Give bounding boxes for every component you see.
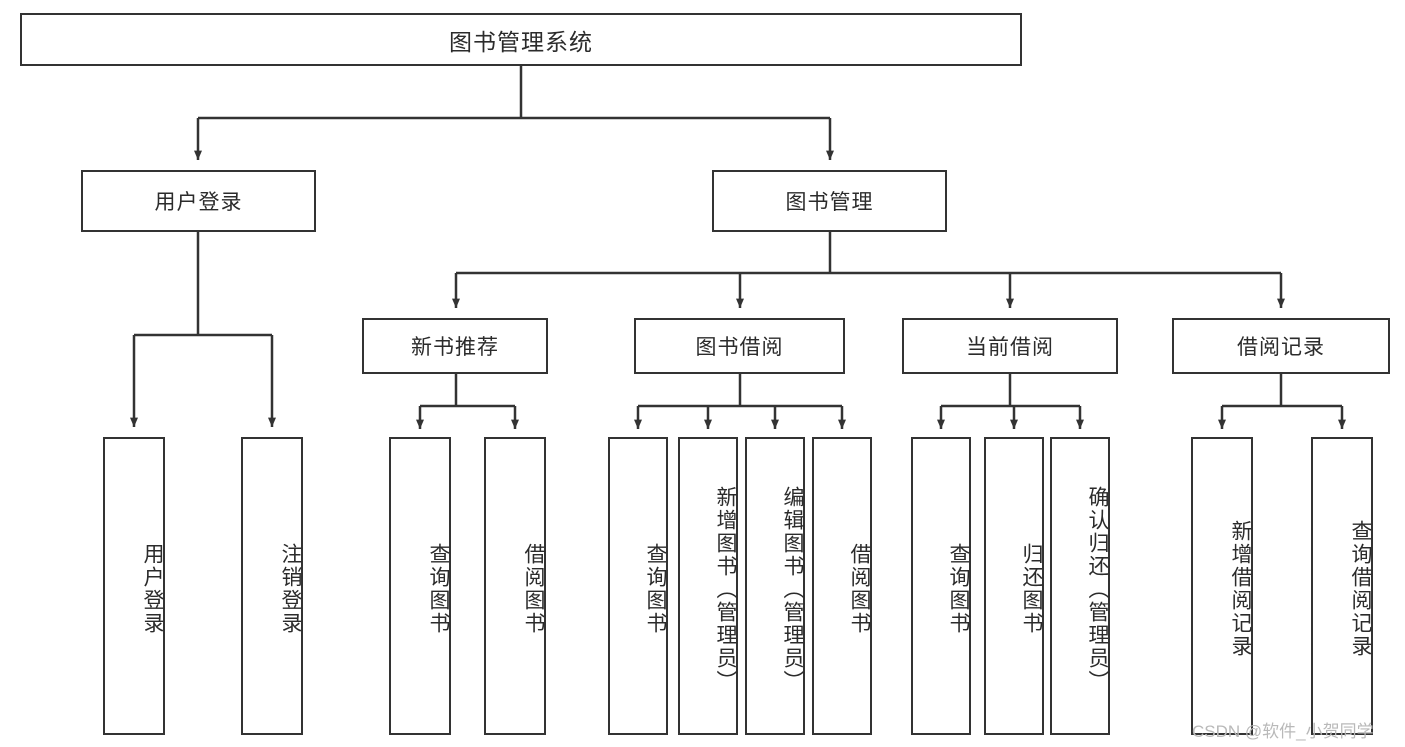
node-leaf-borrow-book-2[interactable]: 借阅图书 xyxy=(812,437,872,735)
node-label: 图书管理 xyxy=(785,191,874,214)
node-label: 用户登录 xyxy=(141,543,164,635)
node-leaf-confirm-return[interactable]: 确认归还（管理员） xyxy=(1050,437,1110,735)
node-book-manage[interactable]: 图书管理 xyxy=(712,170,947,232)
node-leaf-query-book-1[interactable]: 查询图书 xyxy=(389,437,451,735)
node-user-login[interactable]: 用户登录 xyxy=(81,170,316,232)
node-label: 编辑图书（管理员） xyxy=(781,485,804,693)
node-label: 新增借阅记录 xyxy=(1229,520,1252,658)
node-label: 查询图书 xyxy=(427,543,450,635)
node-leaf-user-login[interactable]: 用户登录 xyxy=(103,437,165,735)
node-label: 查询图书 xyxy=(644,543,667,635)
node-new-book-rec[interactable]: 新书推荐 xyxy=(362,318,548,374)
node-book-borrow[interactable]: 图书借阅 xyxy=(634,318,845,374)
node-system-title[interactable]: 图书管理系统 xyxy=(20,13,1022,66)
node-label: 用户登录 xyxy=(154,191,243,214)
node-leaf-query-book-3[interactable]: 查询图书 xyxy=(911,437,971,735)
node-leaf-user-logout[interactable]: 注销登录 xyxy=(241,437,303,735)
node-label: 新增图书（管理员） xyxy=(714,485,737,693)
node-label: 当前借阅 xyxy=(966,336,1054,359)
csdn-watermark: CSDN @软件_小贺同学 xyxy=(1192,722,1374,741)
node-label: 查询借阅记录 xyxy=(1349,520,1372,658)
node-leaf-return-book[interactable]: 归还图书 xyxy=(984,437,1044,735)
node-label: 图书管理系统 xyxy=(449,28,593,55)
node-label: 注销登录 xyxy=(279,543,302,635)
node-label: 借阅图书 xyxy=(848,543,871,635)
node-label: 图书借阅 xyxy=(695,336,784,359)
node-label: 新书推荐 xyxy=(411,336,499,359)
node-leaf-edit-book[interactable]: 编辑图书（管理员） xyxy=(745,437,805,735)
node-leaf-query-book-2[interactable]: 查询图书 xyxy=(608,437,668,735)
node-label: 查询图书 xyxy=(947,543,970,635)
node-current-borrow[interactable]: 当前借阅 xyxy=(902,318,1118,374)
node-label: 归还图书 xyxy=(1020,543,1043,635)
node-label: 确认归还（管理员） xyxy=(1086,485,1109,693)
node-leaf-query-record[interactable]: 查询借阅记录 xyxy=(1311,437,1373,735)
node-label: 借阅图书 xyxy=(522,543,545,635)
node-leaf-add-book[interactable]: 新增图书（管理员） xyxy=(678,437,738,735)
node-leaf-borrow-book-1[interactable]: 借阅图书 xyxy=(484,437,546,735)
node-borrow-record[interactable]: 借阅记录 xyxy=(1172,318,1390,374)
node-label: 借阅记录 xyxy=(1237,336,1325,359)
node-leaf-add-record[interactable]: 新增借阅记录 xyxy=(1191,437,1253,735)
